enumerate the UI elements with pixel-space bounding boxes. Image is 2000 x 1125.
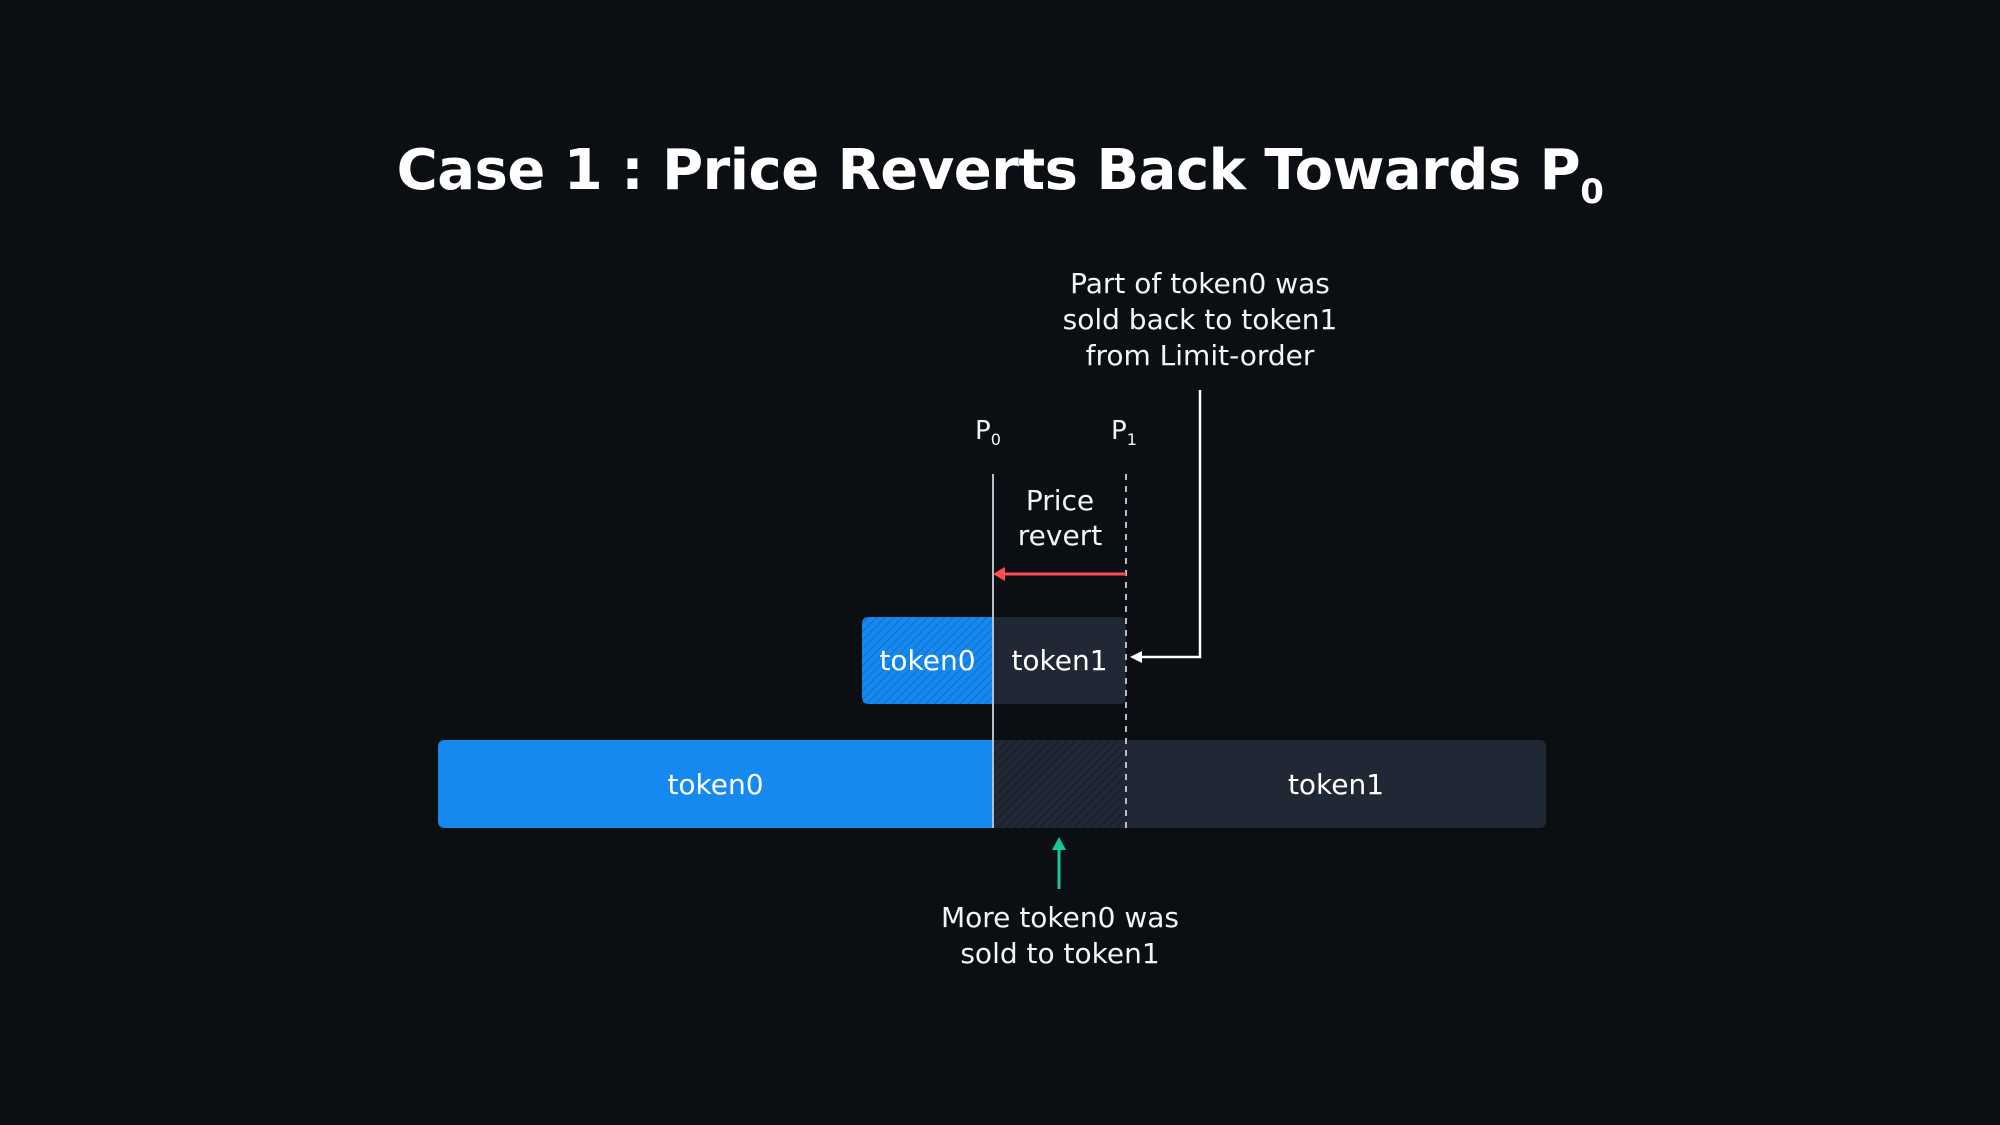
p0-label-subscript: 0 (990, 430, 1001, 449)
limit-order-note: Part of token0 was sold back to token1 f… (1062, 267, 1338, 372)
p1-label-base: P (1111, 416, 1127, 446)
more-token0-note: More token0 was sold to token1 (941, 901, 1179, 970)
arrow-elbow-left-icon (1130, 390, 1202, 663)
p0-label: P0 (975, 416, 1001, 449)
liquidity-token0-label: token0 (667, 767, 764, 801)
liquidity-token1-label: token1 (1287, 767, 1385, 801)
limit-order-token1-segment (993, 617, 1126, 704)
arrow-left-icon (993, 567, 1126, 581)
page-title: Case 1 : Price Reverts Back Towards P0 (0, 138, 2000, 212)
p1-label-subscript: 1 (1126, 430, 1137, 449)
price-revert-label: Price revert (1017, 484, 1103, 552)
liquidity-token1-segment (1126, 740, 1546, 828)
arrow-up-icon (1052, 837, 1066, 889)
liquidity-bar (438, 740, 1546, 828)
p0-label-base: P (975, 416, 991, 446)
p1-label: P1 (1111, 416, 1137, 449)
limit-order-bar (862, 617, 1126, 704)
limit-order-token0-label: token0 (879, 644, 976, 677)
title-text: Case 1 : Price Reverts Back Towards P (396, 138, 1581, 203)
limit-order-token1-label: token1 (1011, 644, 1108, 677)
liquidity-token0-segment (438, 740, 993, 828)
title-subscript: 0 (1580, 172, 1604, 212)
limit-order-token0-segment (862, 617, 993, 704)
liquidity-hatched-segment (993, 740, 1126, 828)
